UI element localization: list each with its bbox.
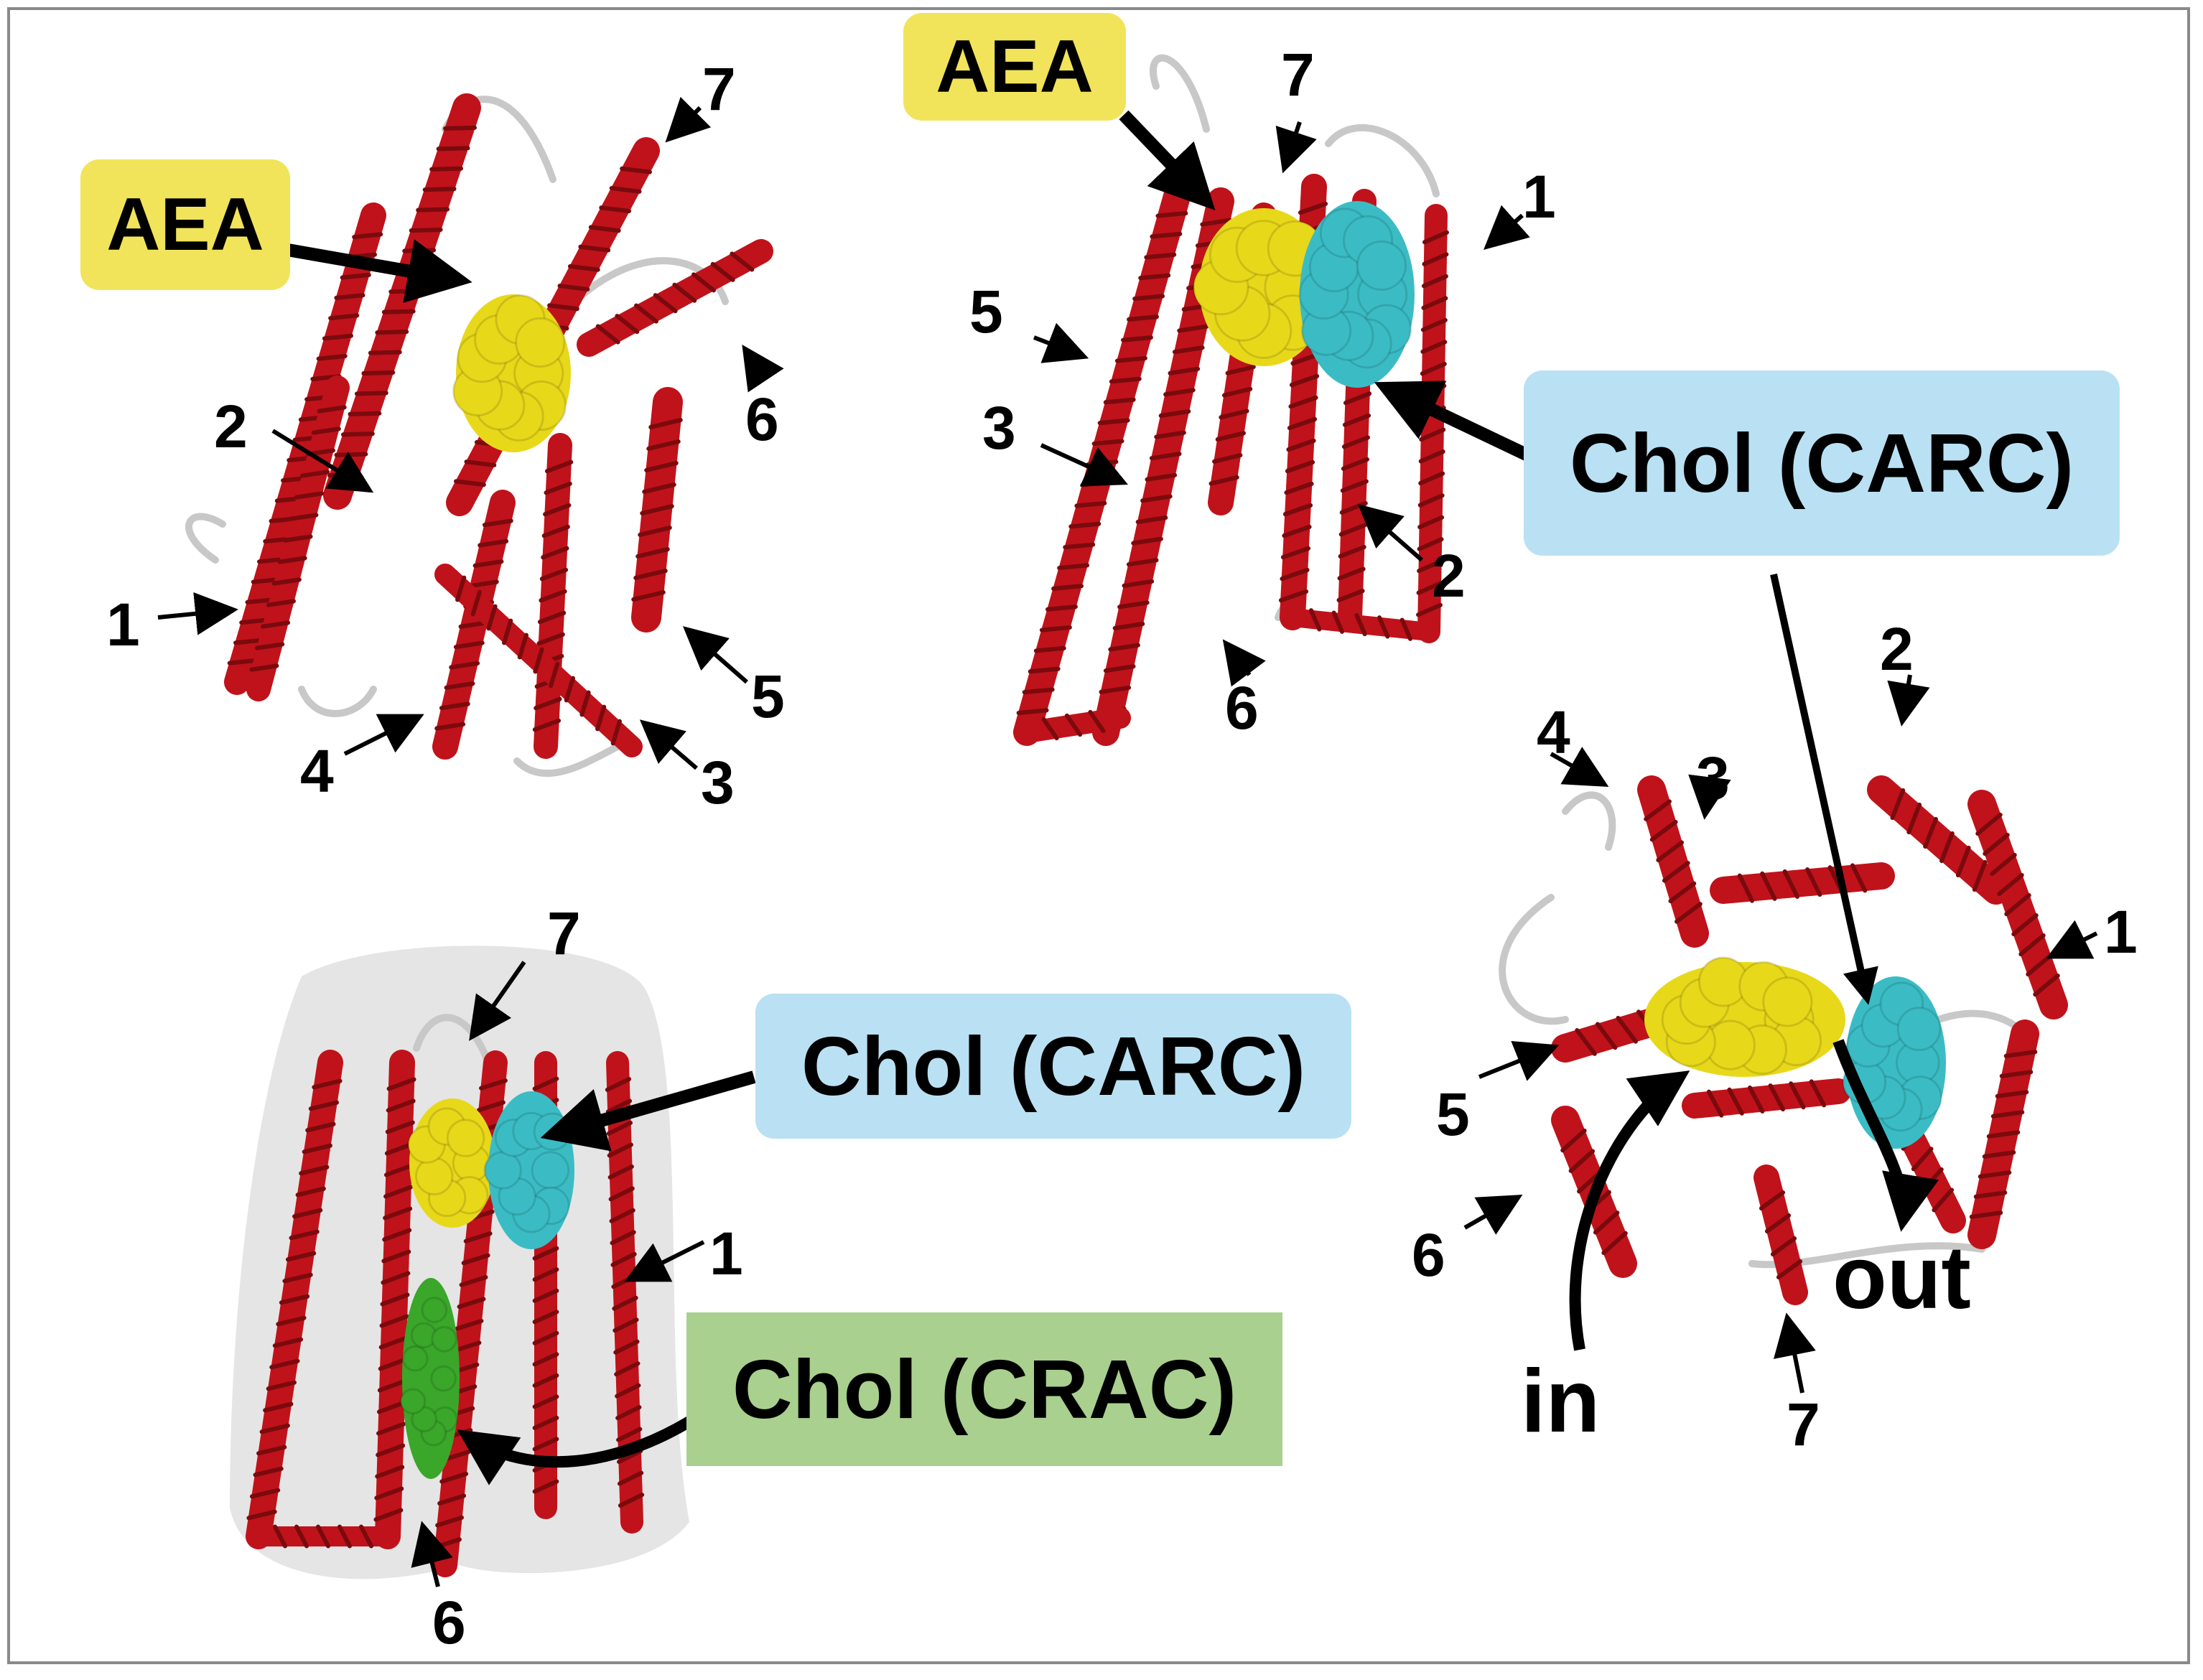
helix-number-1: 1 <box>2104 898 2138 966</box>
chol-carc-molecule <box>1842 976 1946 1149</box>
pointer-arrow <box>624 1240 705 1282</box>
pointer-arrow <box>2046 920 2098 959</box>
helix-ribbon <box>246 1050 343 1549</box>
helix-number-2: 2 <box>1432 542 1466 610</box>
helix-ribbon <box>1710 862 1895 904</box>
loop-coil <box>413 1014 492 1066</box>
pointer-arrow <box>1484 205 1530 250</box>
helix-ribbon <box>373 1050 416 1549</box>
helix-ribbon <box>1867 775 2011 905</box>
aea-ligand <box>452 294 571 452</box>
loop-coil <box>1562 791 1616 851</box>
helix-ribbon <box>1637 775 1709 948</box>
helix-number-5: 5 <box>751 663 785 730</box>
out-label: out <box>1832 1228 1971 1327</box>
figure-border <box>7 7 2190 1664</box>
helix-ribbons <box>224 93 2068 1577</box>
helix-number-7: 7 <box>547 900 581 967</box>
helix-number-6: 6 <box>1225 674 1259 742</box>
chol-carc-label: Chol (CARC) <box>1524 370 2120 556</box>
helix-number-7: 7 <box>1787 1391 1820 1458</box>
pointer-arrow <box>1463 1195 1523 1235</box>
helix-ribbon <box>1016 707 1131 743</box>
chol-crac-molecule <box>399 1278 460 1479</box>
helix-number-2: 2 <box>214 393 248 460</box>
helix-number-1: 1 <box>106 591 140 658</box>
pointer-arrow <box>1119 110 1216 210</box>
pointer-arrow <box>1275 121 1317 174</box>
helix-number-6: 6 <box>745 386 779 453</box>
helix-number-7: 7 <box>1281 41 1315 108</box>
chol-carc-molecule <box>1298 201 1415 388</box>
pointer-arrow <box>639 719 698 770</box>
helix-number-3: 3 <box>1696 745 1730 812</box>
helix-ribbon <box>432 490 516 760</box>
helix-number-4: 4 <box>1537 699 1570 766</box>
pointer-arrow <box>1222 639 1266 687</box>
helix-number-1: 1 <box>1522 163 1556 230</box>
pointer-arrow <box>540 1070 756 1152</box>
aea-label: AEA <box>80 159 290 290</box>
pointer-arrow <box>411 1521 453 1587</box>
helix-number-3: 3 <box>982 394 1016 462</box>
pointer-arrow <box>1478 1040 1560 1081</box>
pointer-arrow <box>1040 443 1128 487</box>
aea-ligand <box>1644 956 1845 1077</box>
helix-number-3: 3 <box>701 749 735 816</box>
helix-number-2: 2 <box>1880 615 1914 683</box>
loop-coil <box>185 513 226 564</box>
loop-coil <box>298 686 377 717</box>
helix-number-6: 6 <box>432 1589 466 1656</box>
pointer-arrow <box>1688 774 1731 820</box>
helix-number-4: 4 <box>300 737 334 805</box>
helix-ribbon <box>246 375 350 701</box>
pathway-arrow <box>457 1417 693 1485</box>
pointer-arrow <box>1033 322 1089 363</box>
pointer-arrow <box>469 961 526 1041</box>
helix-ribbon <box>631 387 683 633</box>
pointer-arrow <box>343 714 424 756</box>
aea-label: AEA <box>903 13 1126 121</box>
in-label: in <box>1521 1352 1601 1451</box>
helix-ribbon <box>1753 1165 1808 1305</box>
pointer-arrow <box>665 96 712 143</box>
loop-coil <box>513 743 621 778</box>
pointer-arrow <box>1887 674 1930 727</box>
helix-ribbon <box>248 1524 398 1549</box>
pointer-arrow <box>1773 1312 1816 1394</box>
helix-ribbon <box>1283 608 1438 641</box>
pointer-arrow <box>1550 747 1609 787</box>
loop-coil <box>1499 894 1569 1025</box>
pathway-arrow <box>1832 1039 1939 1232</box>
helix-number-5: 5 <box>969 278 1003 345</box>
loop-coil <box>1325 123 1440 197</box>
helix-ribbon <box>434 564 643 757</box>
helix-number-6: 6 <box>1412 1221 1445 1289</box>
pointer-arrow <box>157 592 238 635</box>
helix-ribbon <box>1682 1078 1851 1119</box>
pointer-arrow <box>1374 381 1540 466</box>
ligand-blobs <box>399 201 1946 1479</box>
chol-carc-label: Chol (CARC) <box>755 994 1351 1139</box>
helix-number-7: 7 <box>702 55 736 123</box>
pointer-arrow <box>742 345 784 393</box>
pathway-arrow <box>1569 1070 1690 1351</box>
pointer-arrow <box>1770 573 1878 1005</box>
pointer-arrow <box>271 429 374 493</box>
chol-crac-label: Chol (CRAC) <box>686 1312 1282 1466</box>
aea-ligand <box>407 1098 495 1228</box>
helix-number-1: 1 <box>709 1220 743 1287</box>
pointer-arrow <box>1357 504 1423 562</box>
loop-coil <box>1150 54 1210 133</box>
helix-ribbon <box>1967 1019 2039 1249</box>
pointer-arrow <box>682 626 748 684</box>
helix-ribbon <box>1967 790 2068 1019</box>
helix-ribbon <box>577 239 773 357</box>
annotation-arrows <box>157 96 2098 1587</box>
helix-number-5: 5 <box>1436 1081 1470 1148</box>
